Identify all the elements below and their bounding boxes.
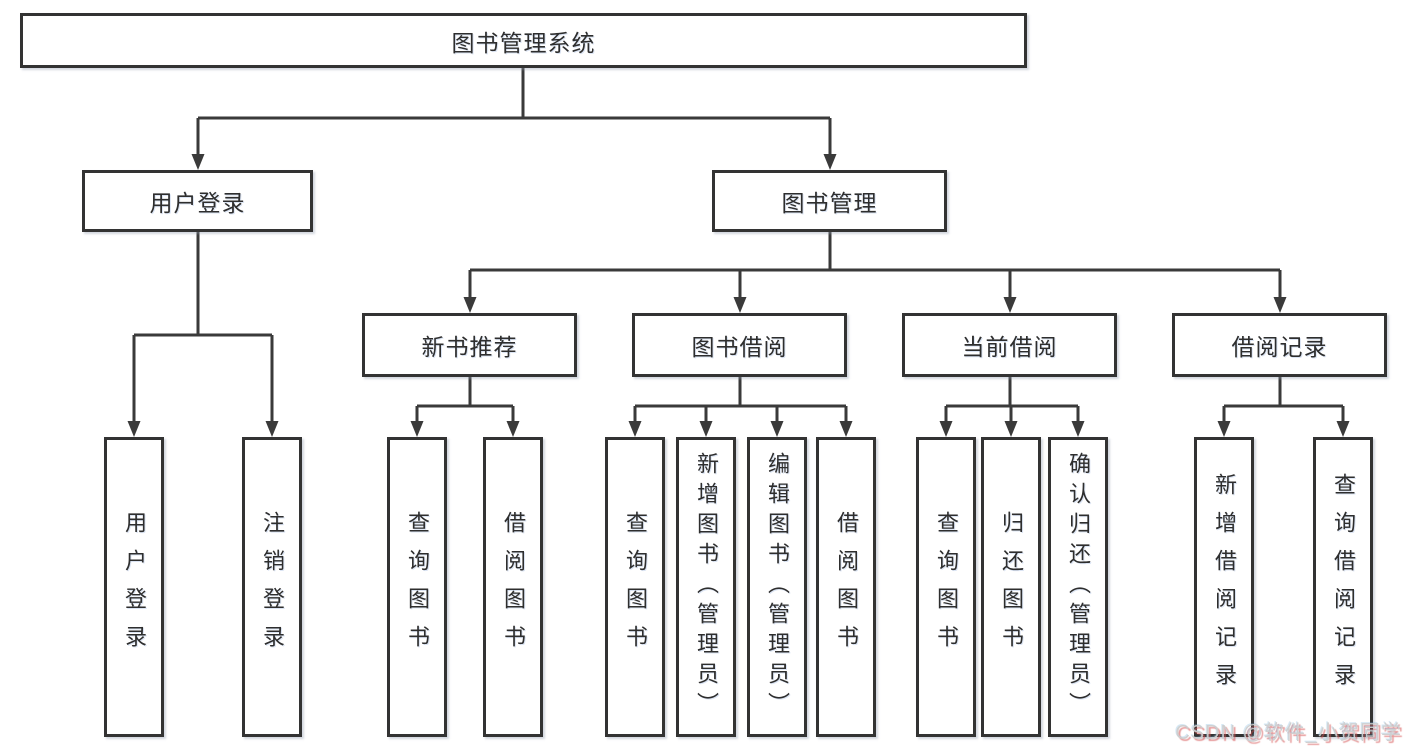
leaf-confirm-return-admin: 确认归还（管理员） — [1048, 437, 1108, 737]
node-label: 图书借阅 — [691, 334, 788, 360]
leaf-label: 查询图书 — [623, 511, 648, 663]
node-label: 当前借阅 — [961, 334, 1058, 360]
leaf-label: 编辑图书（管理员） — [765, 452, 790, 722]
leaf-add-books-admin: 新增图书（管理员） — [676, 437, 736, 737]
leaf-query-books-borrowing: 查询图书 — [605, 437, 665, 737]
leaf-query-borrow-record: 查询借阅记录 — [1313, 437, 1373, 737]
node-label: 用户登录 — [149, 190, 246, 216]
leaf-query-books-current: 查询图书 — [916, 437, 976, 737]
leaf-label: 注销登录 — [260, 511, 285, 663]
node-label: 图书管理 — [781, 190, 878, 216]
node-label: 图书管理系统 — [451, 29, 596, 56]
leaf-label: 新增图书（管理员） — [694, 452, 719, 722]
leaf-return-books: 归还图书 — [981, 437, 1041, 737]
leaf-label: 新增借阅记录 — [1212, 473, 1237, 701]
node-label: 借阅记录 — [1231, 334, 1328, 360]
node-library-system: 图书管理系统 — [20, 13, 1027, 68]
node-borrowing-records: 借阅记录 — [1172, 313, 1387, 377]
leaf-edit-books-admin: 编辑图书（管理员） — [747, 437, 807, 737]
leaf-label: 用户登录 — [122, 511, 147, 663]
leaf-label: 确认归还（管理员） — [1066, 452, 1091, 722]
leaf-label: 归还图书 — [999, 511, 1024, 663]
csdn-watermark: CSDN @软件_小贺同学 — [1175, 722, 1402, 744]
node-label: 新书推荐 — [421, 334, 518, 360]
leaf-add-borrow-record: 新增借阅记录 — [1194, 437, 1254, 737]
node-user-login: 用户登录 — [82, 170, 313, 232]
leaf-logout: 注销登录 — [242, 437, 302, 737]
leaf-user-login: 用户登录 — [104, 437, 164, 737]
leaf-label: 查询借阅记录 — [1331, 473, 1356, 701]
leaf-label: 查询图书 — [934, 511, 959, 663]
leaf-borrow-books-borrowing: 借阅图书 — [816, 437, 876, 737]
leaf-query-books-recommend: 查询图书 — [387, 437, 447, 737]
leaf-label: 查询图书 — [405, 511, 430, 663]
node-current-borrowing: 当前借阅 — [902, 313, 1117, 377]
leaf-label: 借阅图书 — [834, 511, 859, 663]
node-book-borrowing: 图书借阅 — [632, 313, 847, 377]
leaf-label: 借阅图书 — [501, 511, 526, 663]
node-new-book-recommend: 新书推荐 — [362, 313, 577, 377]
node-book-management: 图书管理 — [712, 170, 947, 232]
leaf-borrow-books-recommend: 借阅图书 — [483, 437, 543, 737]
